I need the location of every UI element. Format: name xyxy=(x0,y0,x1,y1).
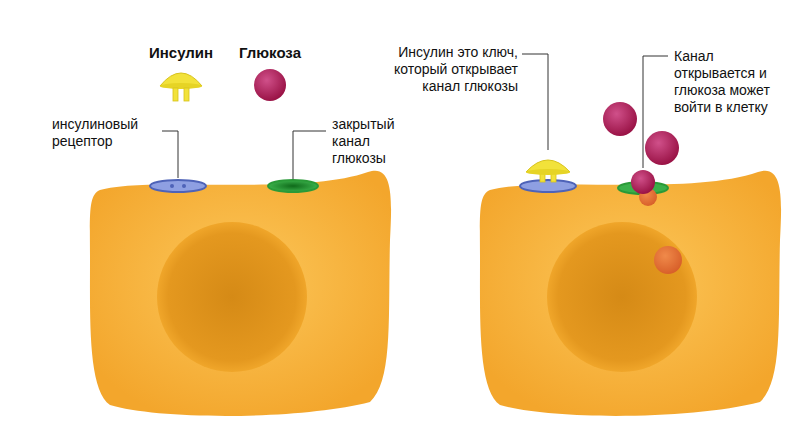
glucose xyxy=(631,170,655,194)
glucose xyxy=(603,102,637,136)
callout-note: Инсулин это ключ, который открывает кана… xyxy=(364,44,518,95)
insulin-icon xyxy=(160,73,202,101)
insulin-receptor xyxy=(520,180,576,192)
glucose xyxy=(645,131,679,165)
channel-label: закрытый канал глюкозы xyxy=(332,116,412,167)
callout-note: Канал открывается и глюкоза может войти … xyxy=(674,48,796,116)
legend-label: Инсулин xyxy=(149,44,213,61)
receptor-label: инсулиновый рецептор xyxy=(52,116,164,150)
glucose-icon xyxy=(254,69,286,101)
bound-insulin xyxy=(526,160,570,182)
cell xyxy=(90,171,391,416)
glucose-inside xyxy=(654,246,682,274)
insulin-receptor xyxy=(150,180,206,192)
legend-label: Глюкоза xyxy=(239,44,301,61)
closed-glucose-channel xyxy=(268,180,318,192)
cell xyxy=(480,171,781,416)
